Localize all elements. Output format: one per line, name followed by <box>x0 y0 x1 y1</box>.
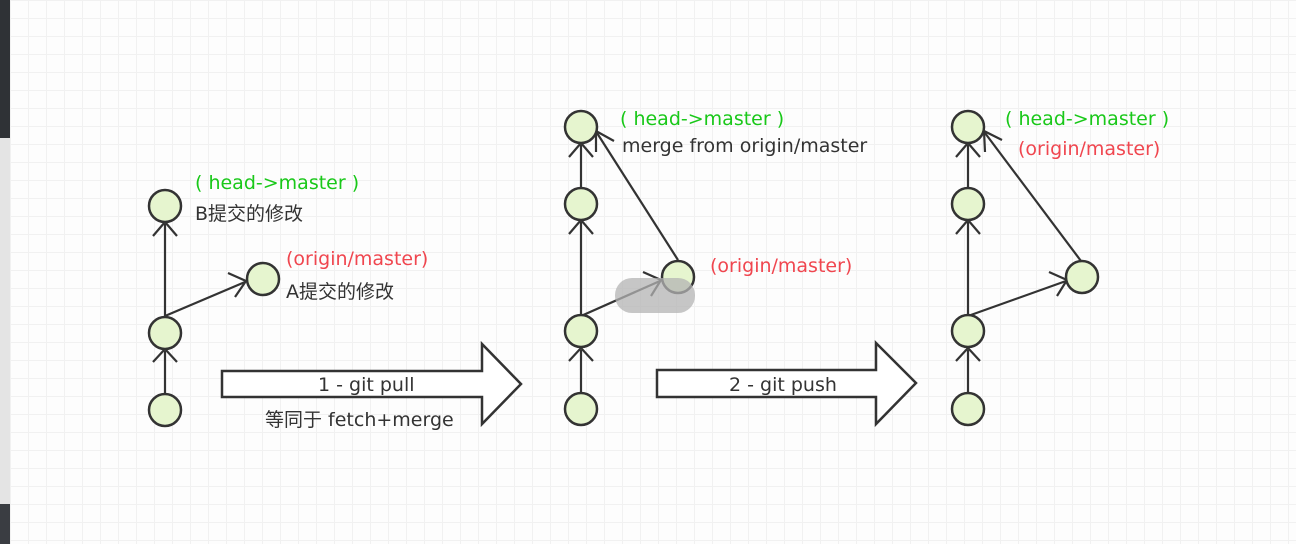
commit-s1-b <box>147 188 183 224</box>
stage2-origin-label: (origin/master) <box>710 255 852 277</box>
commit-s2-1 <box>563 391 599 427</box>
big-arrow-push <box>655 339 918 428</box>
diagram-canvas: ( head->master ) B提交的修改 (origin/master) … <box>10 0 1296 544</box>
stage2-head-label: ( head->master ) <box>620 108 784 130</box>
stage-2-graph: ( head->master ) merge from origin/maste… <box>563 108 867 427</box>
stage1-origin-note: A提交的修改 <box>286 281 394 303</box>
commit-s2-3 <box>563 186 599 222</box>
git-flow-diagram: ( head->master ) B提交的修改 (origin/master) … <box>147 108 1169 431</box>
edge-s3-c2-origin <box>967 279 1067 318</box>
stage3-head-label: ( head->master ) <box>1005 108 1169 130</box>
left-edge-light-block <box>0 138 10 504</box>
step1-label: 1 - git pull <box>318 374 415 396</box>
commit-s3-3 <box>950 186 986 222</box>
commit-s1-1 <box>147 392 183 428</box>
commit-s1-a <box>245 261 281 297</box>
left-edge-dark-block <box>0 0 10 138</box>
big-arrow-pull <box>220 340 523 428</box>
overlay-pill[interactable] <box>615 278 695 313</box>
stage1-head-label: ( head->master ) <box>195 172 359 194</box>
edge-s3-origin-merge <box>984 132 1082 262</box>
commit-s3-1 <box>950 391 986 427</box>
stage3-origin-label: (origin/master) <box>1018 138 1160 160</box>
stage2-head-note: merge from origin/master <box>622 135 867 157</box>
commit-s1-2 <box>147 315 183 351</box>
left-edge-strip <box>0 0 10 544</box>
left-edge-bottom-block <box>0 504 10 544</box>
edge-s2-origin-merge <box>596 132 679 261</box>
step2-label: 2 - git push <box>729 374 837 396</box>
step-1-arrow: 1 - git pull 等同于 fetch+merge <box>220 340 523 431</box>
stage1-origin-label: (origin/master) <box>286 248 428 270</box>
commit-s2-2 <box>563 313 599 349</box>
stage-1-graph: ( head->master ) B提交的修改 (origin/master) … <box>147 172 428 428</box>
step1-note: 等同于 fetch+merge <box>265 409 454 431</box>
stage-3-graph: ( head->master ) (origin/master) <box>950 108 1169 427</box>
stage1-head-note: B提交的修改 <box>195 203 303 225</box>
commit-s2-merge <box>563 109 599 145</box>
commit-s3-2 <box>950 313 986 349</box>
commit-s3-origin <box>1064 259 1100 295</box>
edge-s1-c2-a <box>164 280 246 318</box>
step-2-arrow: 2 - git push <box>655 339 918 428</box>
commit-s3-merge <box>950 109 986 145</box>
